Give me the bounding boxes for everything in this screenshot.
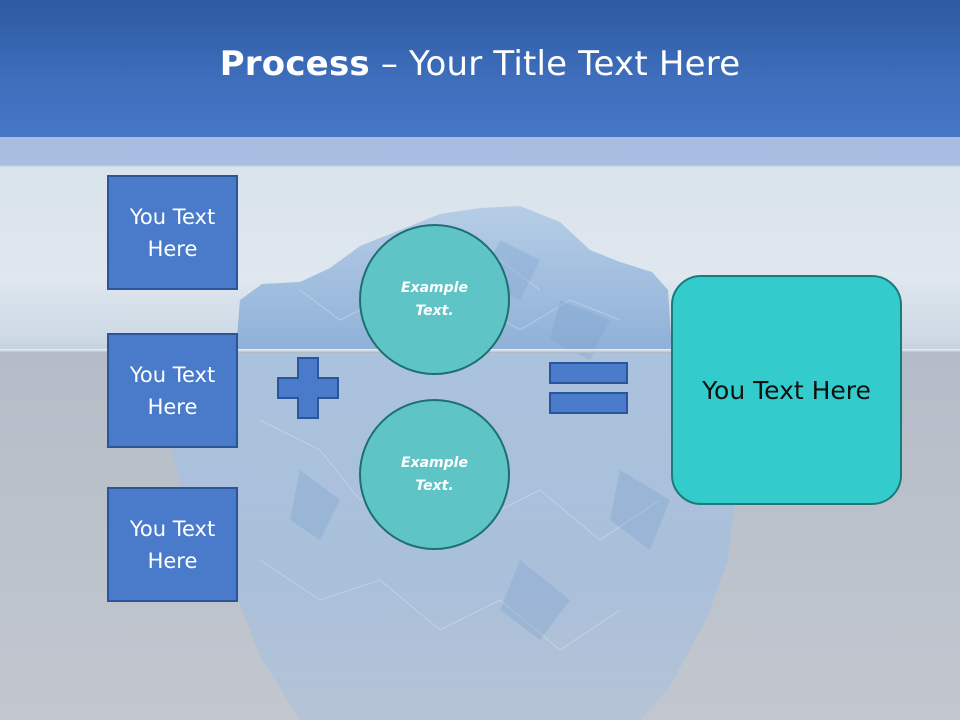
equals-icon [549,362,628,414]
result-box[interactable]: You Text Here [671,275,902,505]
text-box-1-label: You Text Here [129,204,216,261]
example-circle-2[interactable]: Example Text. [359,399,510,550]
result-box-label: You Text Here [702,375,871,405]
example-circle-1[interactable]: Example Text. [359,224,510,375]
slide-title: Process – Your Title Text Here [220,44,741,84]
text-box-3-label: You Text Here [129,516,216,573]
example-circle-2-label: Example Text. [401,454,468,494]
text-box-1[interactable]: You Text Here [107,175,238,290]
text-box-3[interactable]: You Text Here [107,487,238,602]
example-circle-1-label: Example Text. [401,279,468,319]
title-rest: – Your Title Text Here [369,43,741,84]
text-box-2-label: You Text Here [129,362,216,419]
title-bar: Process – Your Title Text Here [0,0,960,137]
plus-icon [277,357,339,419]
title-bold: Process [219,43,370,84]
text-box-2[interactable]: You Text Here [107,333,238,448]
